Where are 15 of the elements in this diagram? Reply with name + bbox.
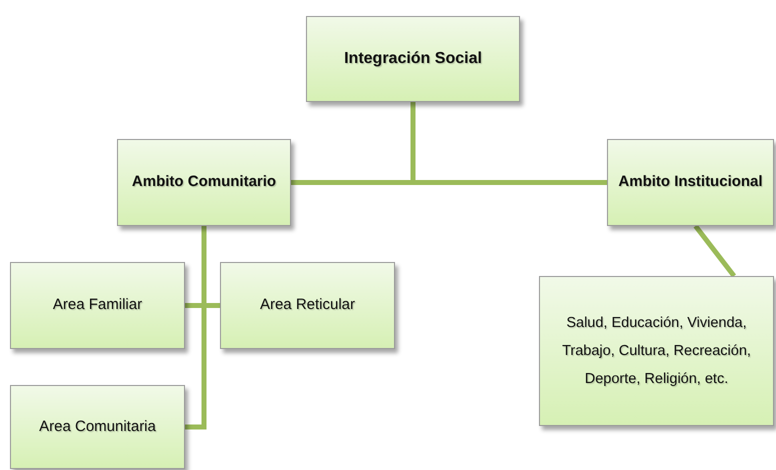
- box-label: Area Familiar: [52, 296, 144, 315]
- box-label: Ambito Comunitario: [130, 173, 278, 192]
- org-box: [10, 385, 185, 469]
- box-label: Area Reticular: [258, 296, 356, 315]
- org-box: [220, 262, 395, 349]
- org-box: [117, 139, 291, 226]
- connector-line: [694, 224, 736, 278]
- box-label: Area Comunitaria: [38, 418, 157, 436]
- org-box: [607, 139, 774, 226]
- org-box: [539, 276, 774, 426]
- box-label: Ambito Institucional: [617, 173, 764, 192]
- box-label: Integración Social: [343, 49, 483, 69]
- org-box: [10, 262, 185, 349]
- org-box: [306, 16, 520, 102]
- box-label: Salud, Educación, Vivienda, Trabajo, Cultura, Recreación, Deporte, Religión, etc.: [561, 314, 752, 390]
